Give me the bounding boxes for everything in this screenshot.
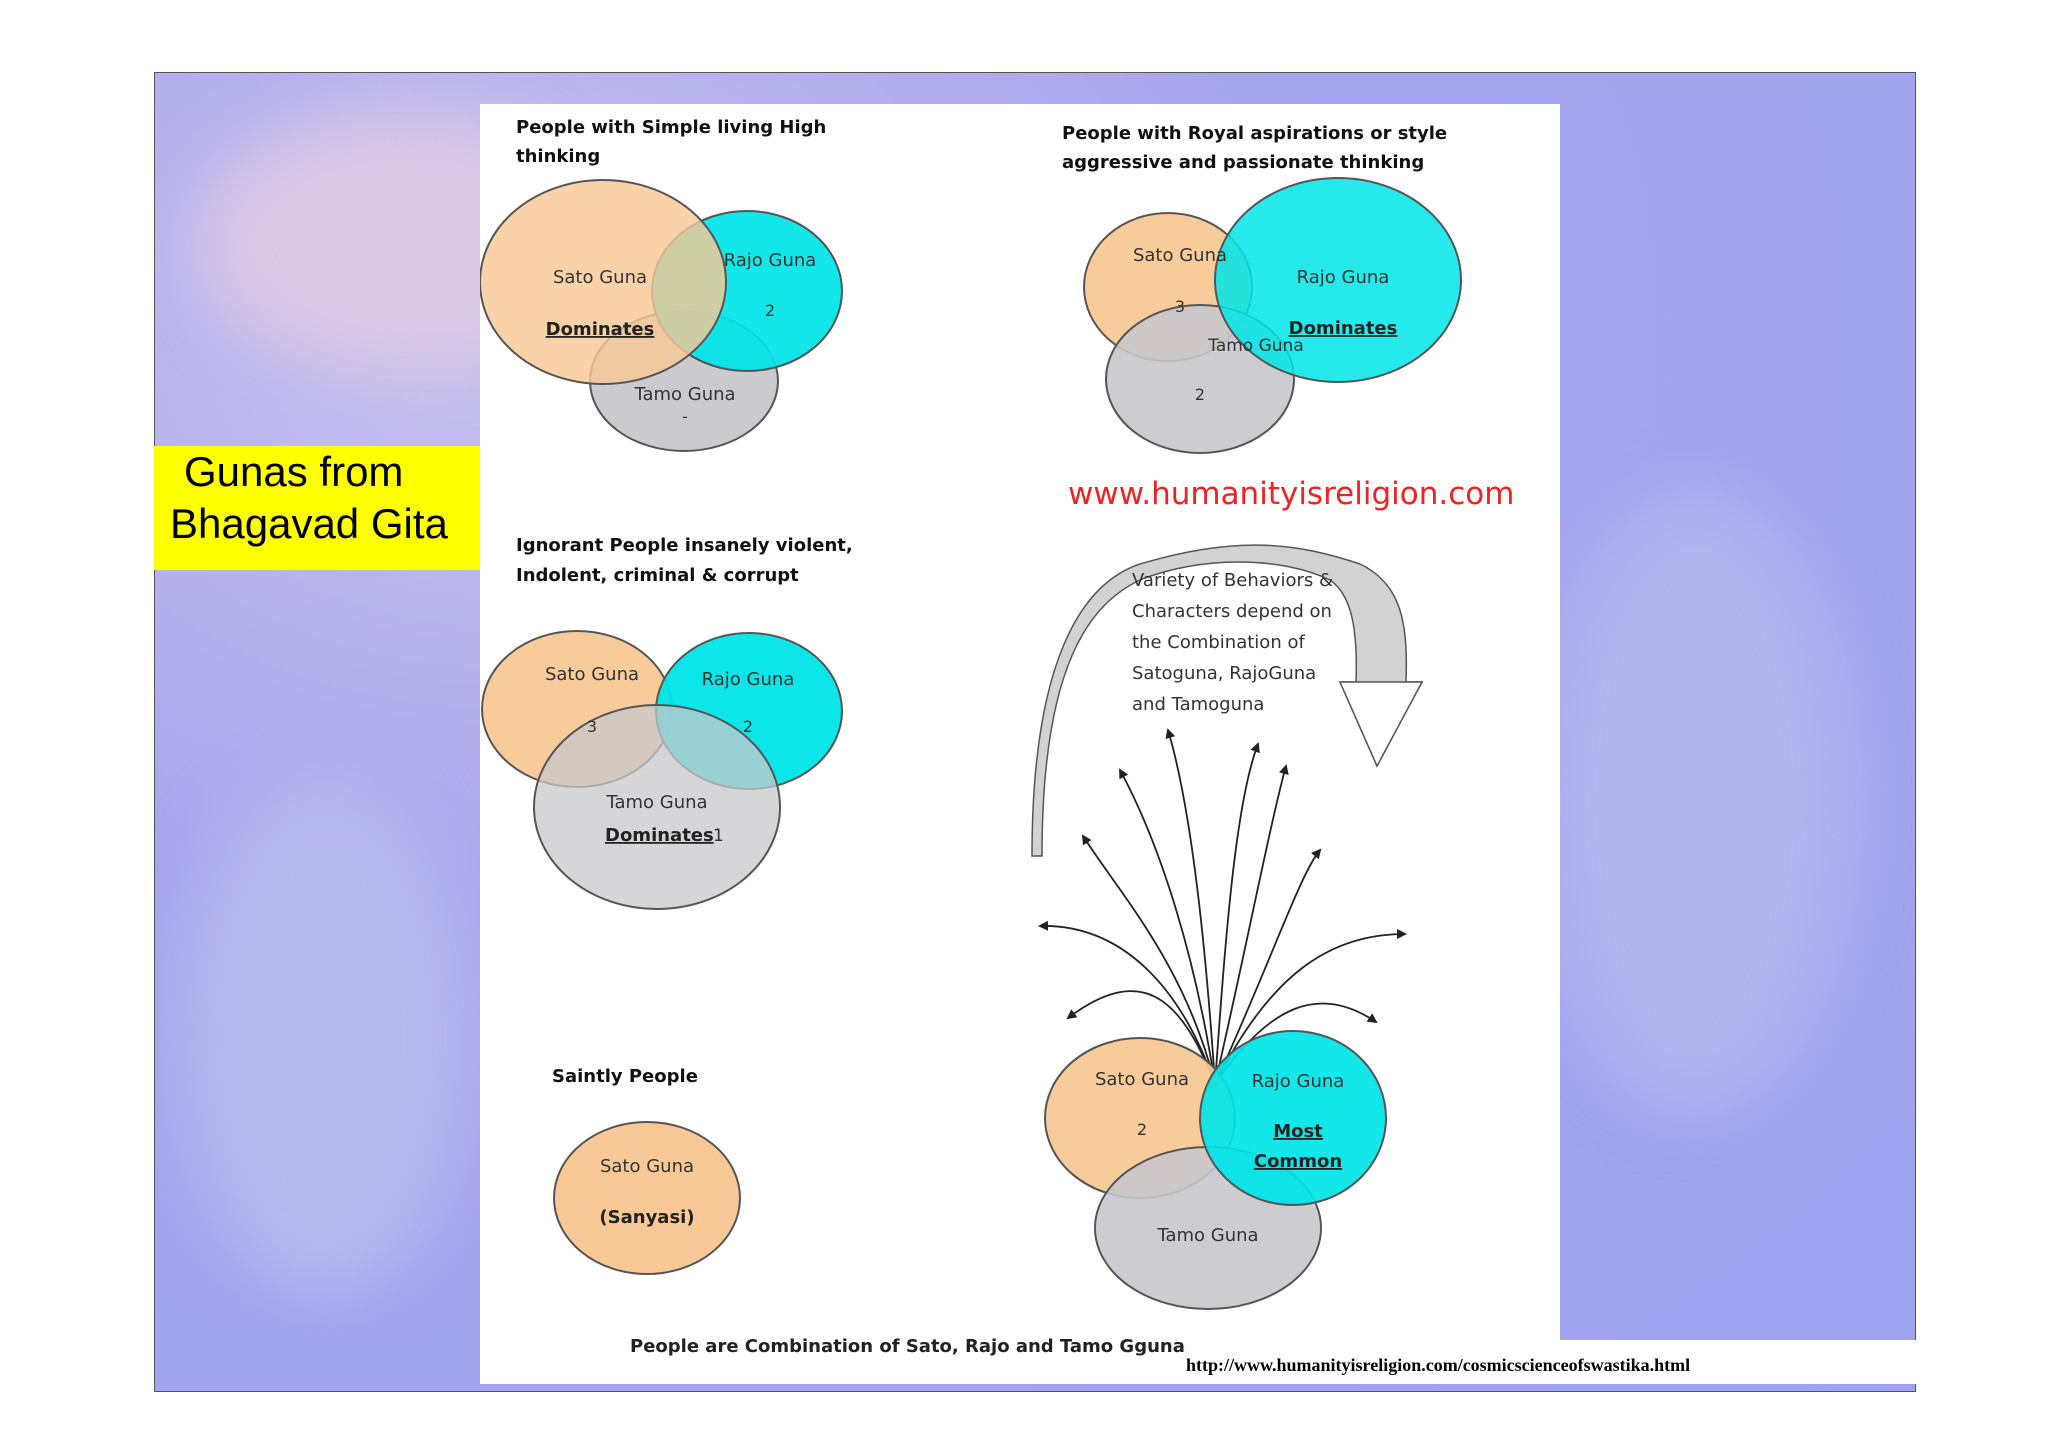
group1-sato-label: Sato Guna <box>553 267 647 288</box>
group5-rajo-circle <box>1199 1030 1387 1206</box>
group1-heading-2: thinking <box>516 146 600 167</box>
group2-tamo-value: 2 <box>1195 385 1205 404</box>
group1-tamo-value: - <box>682 407 688 426</box>
group2-rajo-label: Rajo Guna <box>1297 267 1390 288</box>
behavior-arrow-icon <box>1214 764 1289 1085</box>
group3-tamo-value: 1 <box>713 826 724 846</box>
group4-heading: Saintly People <box>552 1066 698 1087</box>
group3-tamo-label: Tamo Guna <box>605 792 707 813</box>
curved-arrow-icon <box>1338 681 1424 768</box>
variety-text-line: Characters depend on <box>1132 601 1332 622</box>
background-haze <box>1535 493 1855 1113</box>
behavior-arrow-icon <box>1165 728 1216 1085</box>
gunas-diagram: People with Simple living High thinking … <box>479 117 1514 1357</box>
variety-text-line: and Tamoguna <box>1132 694 1264 715</box>
group1-rajo-value: 2 <box>765 301 775 320</box>
group5-sato-value: 2 <box>1137 1120 1147 1139</box>
slide-title-line2: Bhagavad Gita <box>170 500 448 547</box>
group2-rajo-note: Dominates <box>1289 318 1398 339</box>
footer-url: http://www.humanityisreligion.com/cosmic… <box>1186 1355 1691 1375</box>
slide-title: Gunas from Bhagavad Gita <box>154 446 480 570</box>
group4-sato-label: Sato Guna <box>600 1156 694 1177</box>
group4-sato-circle <box>553 1121 741 1275</box>
diagram-panel: People with Simple living High thinking … <box>479 104 1560 1384</box>
behavior-arrow-icon <box>1119 768 1216 1085</box>
group1-rajo-label: Rajo Guna <box>724 250 817 271</box>
behavior-arrow-icon <box>1214 848 1322 1085</box>
group5-tamo-label: Tamo Guna <box>1156 1225 1258 1246</box>
group4-sato-note: (Sanyasi) <box>599 1207 694 1228</box>
group2-sato-label: Sato Guna <box>1133 245 1227 266</box>
group2-tamo-label: Tamo Guna <box>1207 336 1304 356</box>
variety-text-line: Satoguna, RajoGuna <box>1132 663 1316 684</box>
group3-heading: Ignorant People insanely violent, <box>516 535 853 556</box>
group3-sato-label: Sato Guna <box>545 664 639 685</box>
group2-sato-value: 3 <box>1175 297 1185 316</box>
group1-sato-circle <box>479 179 727 385</box>
group5-rajo-note-2: Common <box>1254 1151 1342 1172</box>
slide-title-line1: Gunas from <box>184 448 404 495</box>
group2-rajo-circle <box>1214 177 1462 383</box>
group5-rajo-note: Most <box>1273 1121 1323 1142</box>
variety-text-line: Variety of Behaviors & <box>1132 570 1333 591</box>
group5-sato-label: Sato Guna <box>1095 1069 1189 1090</box>
group1-sato-note: Dominates <box>546 319 655 340</box>
group1-heading: People with Simple living High <box>516 117 826 138</box>
behavior-arrow-icon <box>1214 929 1407 1085</box>
group3-sato-value: 3 <box>587 717 597 736</box>
diagram-caption: People are Combination of Sato, Rajo and… <box>630 1336 1196 1357</box>
behavior-arrow-icon <box>1214 742 1260 1085</box>
footer-strip <box>1186 1340 1916 1384</box>
group2-heading: People with Royal aspirations or style <box>1062 123 1447 144</box>
group3-tamo-note: Dominates <box>605 825 714 846</box>
variety-text-line: the Combination of <box>1132 632 1305 653</box>
behavior-arrow-icon <box>1081 834 1216 1085</box>
group2-heading-2: aggressive and passionate thinking <box>1062 152 1424 173</box>
group1-tamo-label: Tamo Guna <box>633 384 735 405</box>
website-label: www.humanityisreligion.com <box>1068 476 1514 512</box>
group3-heading-2: Indolent, criminal & corrupt <box>516 565 799 586</box>
group3-rajo-value: 2 <box>743 717 753 736</box>
group5-rajo-label: Rajo Guna <box>1252 1071 1345 1092</box>
behavior-arrow-icon <box>1066 990 1216 1085</box>
background-haze <box>175 773 475 1293</box>
behavior-arrow-icon <box>1038 920 1216 1085</box>
behavior-arrows <box>1038 728 1407 1085</box>
group3-tamo-circle <box>533 704 781 910</box>
group3-rajo-label: Rajo Guna <box>702 669 795 690</box>
